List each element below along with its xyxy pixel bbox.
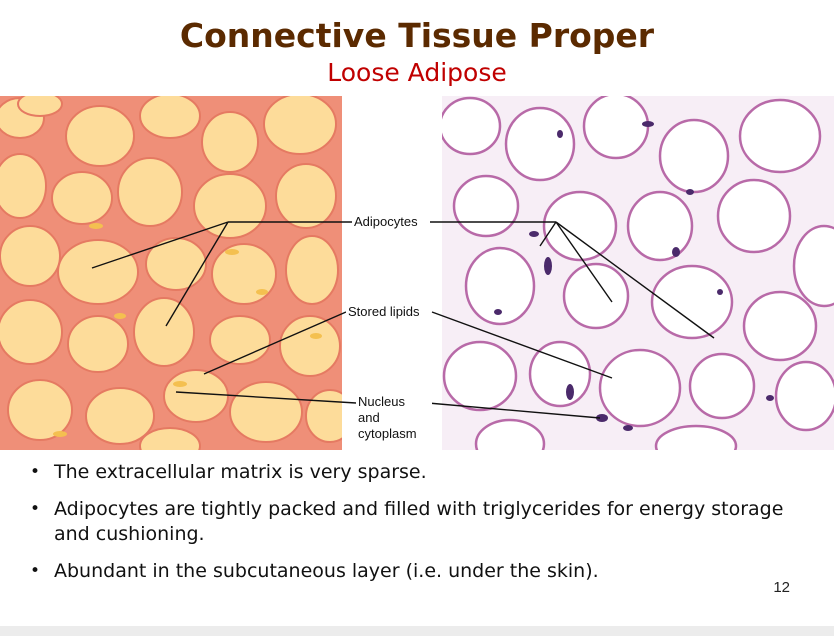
bullet-item: Abundant in the subcutaneous layer (i.e.… [24, 559, 804, 584]
adipose-micrograph [442, 96, 834, 450]
nucleus-label-line-1: Nucleus [358, 394, 405, 409]
slide-title: Connective Tissue Proper [179, 16, 655, 55]
bullet-item: The extracellular matrix is very sparse. [24, 460, 804, 485]
slide-subtitle: Loose Adipose [327, 58, 507, 87]
nucleus-cytoplasm-label: Nucleus and cytoplasm [356, 394, 432, 442]
bullet-list: The extracellular matrix is very sparse.… [24, 460, 804, 596]
nucleus-label-line-3: cytoplasm [358, 426, 417, 441]
leader-lines [91, 221, 715, 419]
bullet-item: Adipocytes are tightly packed and filled… [24, 497, 804, 547]
page-number: 12 [773, 579, 790, 596]
nucleus-label-line-2: and [358, 410, 380, 425]
stored-lipids-label: Stored lipids [346, 304, 422, 320]
adipose-figure: Adipocytes Stored lipids Nucleus and cyt… [0, 96, 834, 450]
adipose-figure-graphic [0, 96, 834, 450]
adipocytes-label: Adipocytes [352, 214, 420, 230]
adipocyte-illustration [0, 96, 342, 450]
